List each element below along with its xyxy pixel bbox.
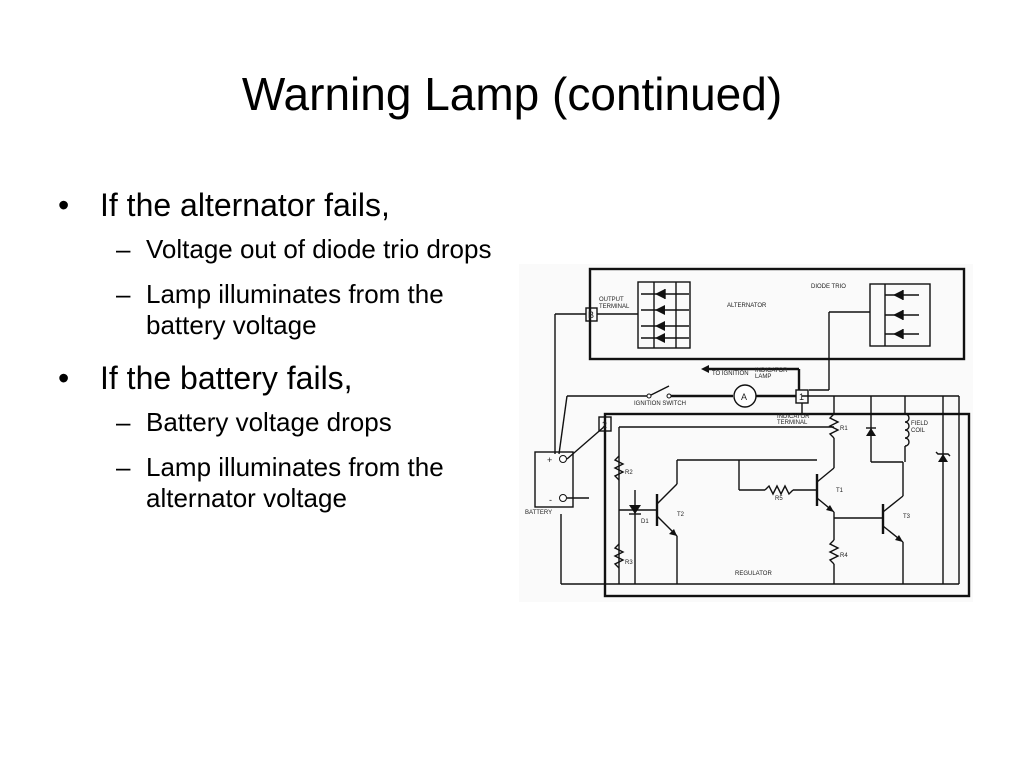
sub-bullet-item: – Voltage out of diode trio drops (58, 234, 498, 265)
t3-label: T3 (903, 514, 911, 520)
charging-circuit-diagram: ALTERNATOR OUTPUT TERMINAL DIODE TRIO B (519, 264, 973, 602)
alternator-box: ALTERNATOR OUTPUT TERMINAL DIODE TRIO (588, 267, 966, 361)
rectifier-bridge (637, 281, 691, 349)
output-terminal-label: OUTPUT (599, 297, 624, 303)
diode-trio-label: DIODE TRIO (811, 284, 846, 290)
battery-plus: + (547, 455, 552, 465)
bullet-item: • If the alternator fails, (58, 186, 498, 224)
sub-bullet-text: Voltage out of diode trio drops (146, 234, 492, 264)
output-terminal-label-2: TERMINAL (599, 304, 630, 310)
indicator-terminal-label: INDICATOR (777, 414, 810, 420)
indicator-lamp-label-2: LAMP (755, 374, 771, 380)
dash-marker: – (116, 279, 131, 309)
sub-bullet-text: Lamp illuminates from the battery voltag… (146, 279, 444, 340)
battery-label: BATTERY (525, 510, 552, 516)
dash-marker: – (116, 407, 131, 437)
to-ignition-label: TO IGNITION (712, 371, 749, 377)
r3-label: R3 (625, 560, 633, 566)
lamp-symbol: A (741, 392, 747, 402)
r2-label: R2 (625, 470, 633, 476)
battery-minus: - (549, 495, 552, 505)
d1-label: D1 (641, 519, 649, 525)
t2-label: T2 (677, 512, 685, 518)
field-coil-label-2: COIL (911, 428, 926, 434)
alternator-label: ALTERNATOR (727, 303, 767, 309)
r4-label: R4 (840, 553, 848, 559)
terminal-1-label: 1 (799, 392, 804, 402)
terminal-b-label: B (588, 310, 594, 320)
sub-bullet-item: – Lamp illuminates from the alternator v… (58, 452, 498, 514)
terminal-2 (598, 416, 612, 432)
bullet-dot: • (58, 360, 70, 396)
r1-label: R1 (840, 426, 848, 432)
bullet-list: • If the alternator fails, – Voltage out… (58, 186, 498, 528)
ignition-switch-label: IGNITION SWITCH (634, 401, 686, 407)
dash-marker: – (116, 234, 131, 264)
battery: + - BATTERY (525, 425, 959, 585)
sub-bullet-item: – Lamp illuminates from the battery volt… (58, 279, 498, 341)
slide-title: Warning Lamp (continued) (241, 68, 783, 120)
sub-bullet-item: – Battery voltage drops (58, 407, 498, 438)
terminal-2-label: 2 (602, 420, 607, 430)
indicator-terminal-label-2: TERMINAL (777, 420, 808, 426)
bullet-dot: • (58, 187, 70, 223)
dash-marker: – (116, 452, 131, 482)
bullet-item: • If the battery fails, (58, 359, 498, 397)
bullet-text: If the battery fails, (100, 360, 353, 396)
diode-trio (809, 283, 931, 391)
r5-label: R5 (775, 496, 783, 502)
regulator: 2 INDICATOR TERMINAL REGULATOR R1 R2 D1 … (598, 395, 971, 598)
regulator-label: REGULATOR (735, 571, 772, 577)
field-coil-label: FIELD (911, 421, 929, 427)
t1-label: T1 (836, 488, 844, 494)
bullet-text: If the alternator fails, (100, 187, 390, 223)
sub-bullet-text: Battery voltage drops (146, 407, 392, 437)
indicator-lamp-label: INDICATOR (755, 368, 788, 374)
sub-bullet-text: Lamp illuminates from the alternator vol… (146, 452, 444, 513)
terminal-b: B (554, 307, 638, 454)
